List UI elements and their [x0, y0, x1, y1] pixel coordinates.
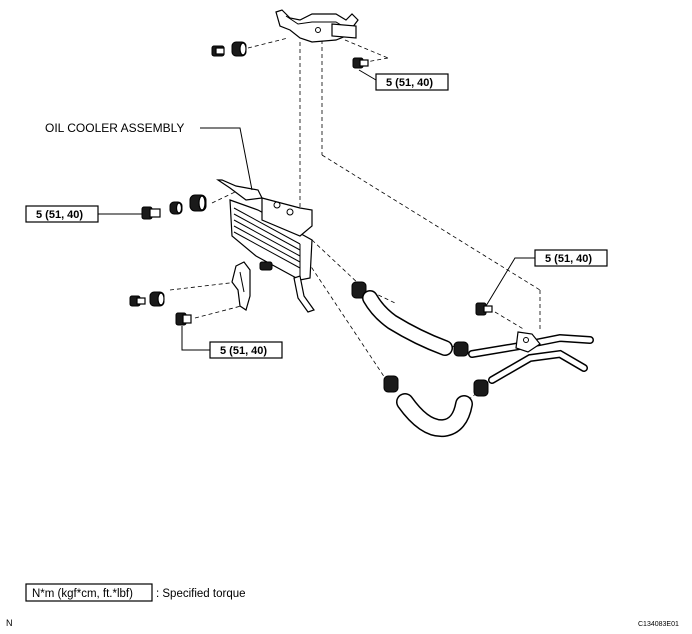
hose-clamp-2 — [453, 341, 469, 357]
torque-callout-2: 5 (51, 40) — [25, 205, 99, 223]
torque-callout-3: 5 (51, 40) — [534, 249, 608, 267]
torque-value-1: 5 (51, 40) — [386, 77, 433, 89]
lower-front-bolt — [175, 312, 192, 326]
left-collar-1 — [169, 201, 183, 215]
left-collar-2 — [189, 194, 207, 212]
torque-legend: N*m (kgf*cm, ft.*lbf) : Specified torque — [25, 583, 246, 602]
lower-bolt — [129, 295, 146, 307]
upper-bracket — [275, 9, 359, 43]
footer-left-mark: N — [6, 618, 13, 628]
legend-unit-box: N*m (kgf*cm, ft.*lbf) — [32, 588, 133, 600]
lower-hose — [396, 393, 473, 438]
lower-bracket — [231, 261, 251, 311]
torque-value-2: 5 (51, 40) — [36, 209, 83, 221]
torque-value-4: 5 (51, 40) — [220, 345, 267, 357]
oil-cooler-tubes — [468, 331, 594, 384]
leader-lines — [98, 69, 535, 351]
upper-collar — [231, 41, 247, 57]
illustration-code: C134083E01 — [638, 621, 679, 628]
upper-bolt — [211, 45, 225, 57]
hose-clamp-1 — [351, 281, 367, 299]
oil-cooler-assembly — [216, 179, 315, 313]
torque-callout-1: 5 (51, 40) — [375, 73, 449, 91]
hose-clamp-3 — [383, 375, 399, 393]
upper-right-bolt — [352, 57, 369, 69]
left-bolt — [141, 206, 161, 220]
cooler-fins — [233, 207, 301, 278]
legend-description: : Specified torque — [156, 588, 246, 600]
upper-hose — [362, 290, 453, 356]
torque-value-3: 5 (51, 40) — [545, 253, 592, 265]
tube-bracket-bolt — [475, 302, 493, 316]
torque-callout-4: 5 (51, 40) — [209, 341, 283, 359]
hose-clamp-4 — [473, 379, 489, 397]
lower-collar — [149, 291, 165, 307]
assembly-label: OIL COOLER ASSEMBLY — [45, 121, 184, 135]
